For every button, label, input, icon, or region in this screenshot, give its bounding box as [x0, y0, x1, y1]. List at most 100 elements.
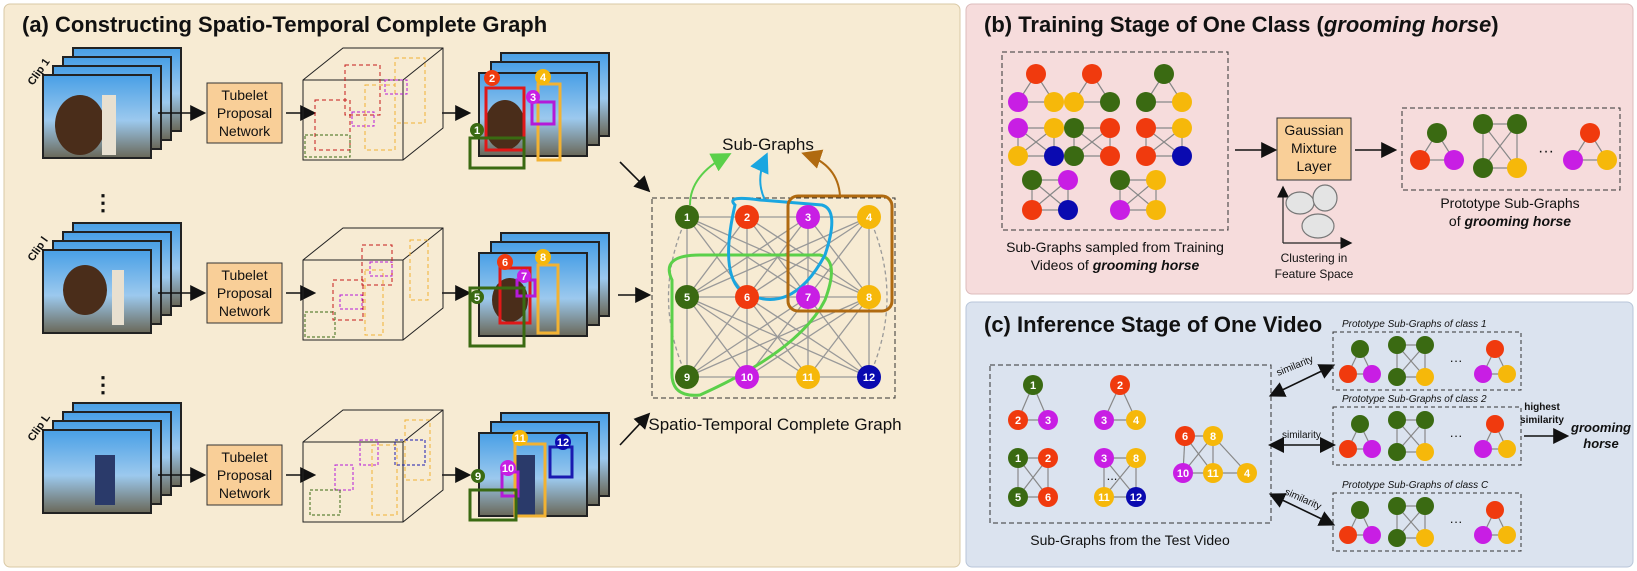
graph-node	[1058, 200, 1078, 220]
graph-node	[1044, 146, 1064, 166]
svg-text:Tubelet: Tubelet	[221, 449, 267, 465]
training-subgraphs-frame	[1001, 51, 1229, 231]
complete-graph-edge	[686, 216, 870, 298]
complete-graph-node-label: 3	[805, 212, 811, 224]
graph-node	[1146, 170, 1166, 190]
complete-graph-node	[796, 285, 820, 309]
graph-node	[1473, 114, 1493, 134]
prototype-subgraph	[1410, 123, 1464, 170]
graph-node	[1100, 92, 1120, 112]
graph-node	[1175, 426, 1195, 446]
class-2-ellipsis: ···	[1450, 428, 1463, 443]
graph-node-label: 3	[1101, 453, 1107, 465]
subgraph-arrow-orange	[801, 149, 841, 197]
class-prototype-subgraph	[1388, 336, 1434, 386]
class-1-ellipsis: ···	[1450, 353, 1463, 368]
graph-node	[1444, 150, 1464, 170]
graph-node	[1136, 146, 1156, 166]
graph-node	[1388, 411, 1406, 429]
graph-node	[1008, 487, 1028, 507]
svg-text:Proposal: Proposal	[217, 105, 272, 121]
complete-graph-node	[857, 205, 881, 229]
complete-graph-edge	[686, 296, 809, 378]
graph-node	[1507, 114, 1527, 134]
complete-graph-node	[675, 365, 699, 389]
svg-text:Layer: Layer	[1296, 158, 1331, 174]
graph-node-label: 8	[1133, 453, 1139, 465]
training-subgraphs	[1008, 64, 1192, 220]
complete-graph-node-label: 9	[684, 372, 690, 384]
complete-graph-node-label: 10	[741, 372, 753, 384]
class-prototype-subgraph	[1474, 340, 1516, 383]
svg-text:Network: Network	[219, 485, 271, 501]
svg-text:Mixture: Mixture	[1291, 140, 1337, 156]
graph-node	[1486, 415, 1504, 433]
graph-node	[1580, 123, 1600, 143]
prototype-caption-2: of grooming horse	[1449, 213, 1571, 229]
complete-graph-node-label: 7	[805, 292, 811, 304]
training-subgraph	[1008, 64, 1064, 112]
graph-node-label: 2	[1117, 380, 1123, 392]
panel-a-flow-arrows	[158, 105, 652, 483]
graph-node	[1064, 146, 1084, 166]
graph-node	[1416, 336, 1434, 354]
training-subgraph	[1008, 118, 1064, 166]
svg-text:4: 4	[540, 72, 547, 84]
graph-node	[1363, 526, 1381, 544]
graph-node-label: 1	[1030, 380, 1036, 392]
svg-text:10: 10	[502, 463, 514, 475]
graph-node	[1023, 375, 1043, 395]
graph-node	[1410, 150, 1430, 170]
prototype-ellipsis: ···	[1538, 143, 1554, 160]
class-prototype-subgraph	[1388, 411, 1434, 461]
graph-node	[1173, 463, 1193, 483]
training-caption-line-2: Videos of grooming horse	[1031, 257, 1200, 273]
graph-node	[1008, 146, 1028, 166]
graph-node	[1388, 368, 1406, 386]
graph-node	[1474, 365, 1492, 383]
graph-node	[1008, 118, 1028, 138]
graph-node	[1388, 529, 1406, 547]
graph-node	[1498, 440, 1516, 458]
similarity-label-2: similarity	[1282, 430, 1321, 441]
graph-node	[1172, 92, 1192, 112]
tubelet-proposal-box-3: Tubelet Proposal Network	[206, 444, 283, 506]
graph-node-label: 4	[1133, 415, 1140, 427]
graph-node	[1563, 150, 1583, 170]
graph-node-label: 1	[1015, 453, 1021, 465]
class-prototype-subgraphs	[1339, 336, 1516, 547]
complete-graph-node	[735, 285, 759, 309]
graph-node	[1203, 426, 1223, 446]
graph-node	[1126, 448, 1146, 468]
svg-text:12: 12	[557, 437, 569, 449]
graph-node	[1416, 443, 1434, 461]
subgraph-outline-blue	[727, 196, 834, 301]
complete-graph-node	[735, 365, 759, 389]
graph-node	[1038, 410, 1058, 430]
svg-text:5: 5	[474, 292, 480, 304]
graph-node	[1008, 92, 1028, 112]
graph-node	[1044, 118, 1064, 138]
complete-graph-node-label: 6	[744, 292, 750, 304]
graph-node	[1416, 497, 1434, 515]
complete-graph-node	[857, 285, 881, 309]
graph-node-label: 11	[1207, 468, 1219, 480]
graph-node	[1044, 92, 1064, 112]
graph-node-label: 4	[1244, 468, 1251, 480]
complete-graph-node-label: 2	[744, 212, 750, 224]
graph-node	[1474, 526, 1492, 544]
graph-node	[1110, 200, 1130, 220]
graph-node	[1008, 448, 1028, 468]
graph-node-label: 11	[1098, 492, 1110, 504]
complete-graph-node-label: 8	[866, 292, 872, 304]
class-prototype-subgraph	[1339, 415, 1381, 458]
graph-node	[1172, 146, 1192, 166]
graph-node	[1473, 158, 1493, 178]
complete-graph-node-label: 11	[802, 372, 814, 384]
training-caption-line-1: Sub-Graphs sampled from Training	[1006, 239, 1224, 255]
training-subgraph	[1022, 170, 1078, 220]
complete-graph-edge	[686, 296, 748, 378]
graph-node	[1351, 415, 1369, 433]
svg-text:6: 6	[502, 257, 508, 269]
